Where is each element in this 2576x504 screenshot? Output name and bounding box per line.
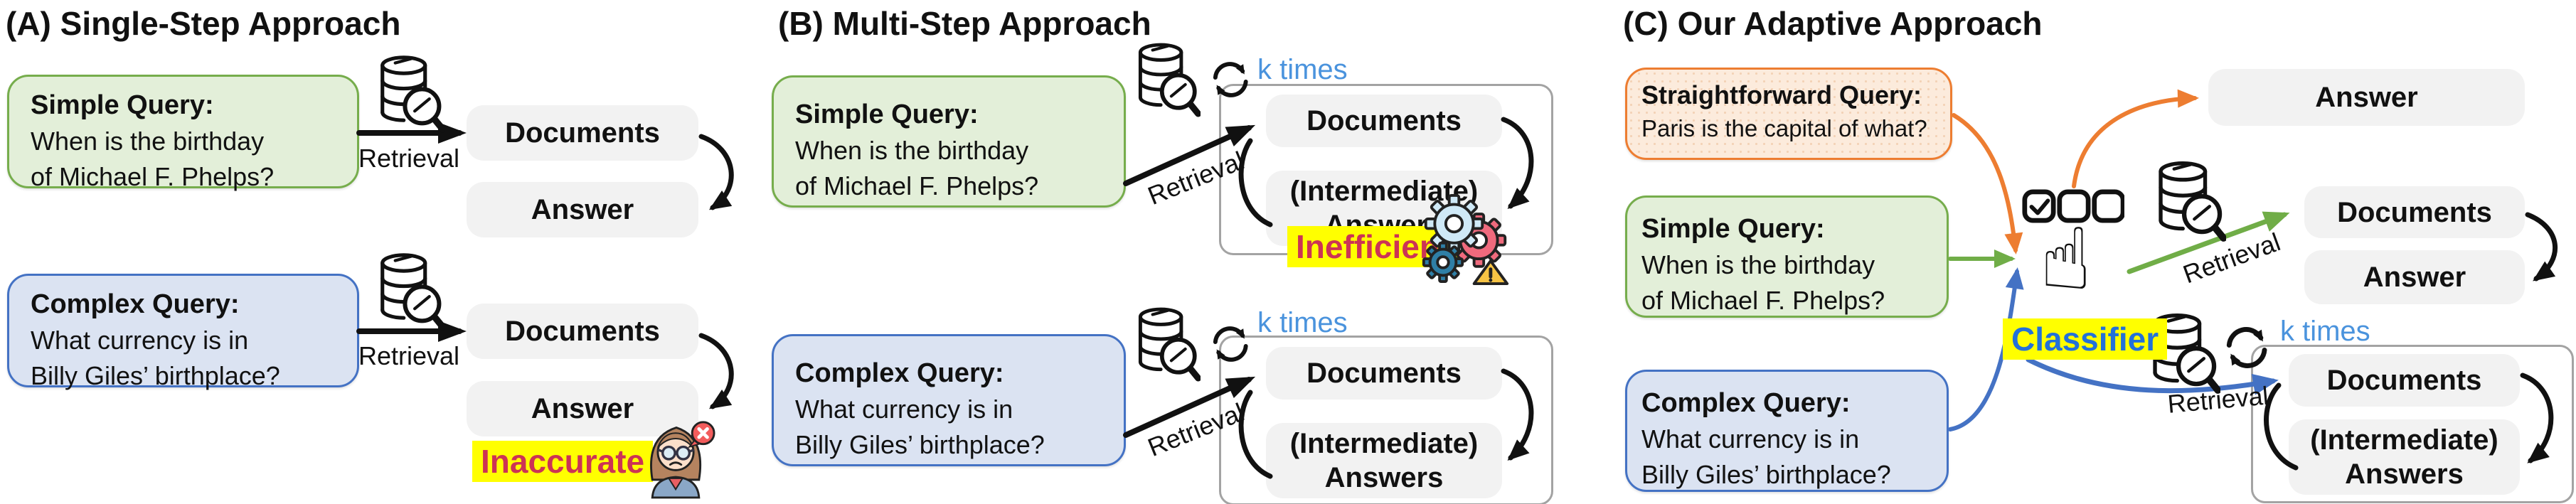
classifier-flag: Classifier: [2003, 318, 2168, 360]
repeat-k-times-icon: [1209, 53, 1253, 107]
complex-query-line2: Billy Giles’ birthplace?: [31, 361, 280, 390]
documents-box: Documents: [1266, 347, 1502, 400]
documents-box: Documents: [1266, 95, 1502, 147]
simple-query-line1: When is the birthday: [31, 127, 265, 156]
retrieval-database-icon: [1135, 40, 1201, 122]
panel-b-complex-query-box: Complex Query: What currency is in Billy…: [772, 334, 1126, 466]
arrow-documents-to-answer-a-complex: [698, 333, 734, 409]
complex-query-line1: What currency is in: [31, 326, 249, 355]
retrieval-database-icon: [2155, 158, 2226, 247]
arrow-documents-to-answer-c: [2525, 212, 2558, 282]
complex-query-header: Complex Query:: [31, 289, 240, 319]
panel-c-straightforward-query-box: Straightforward Query: Paris is the capi…: [1625, 68, 1952, 160]
intermediate-answers-box: (Intermediate) Answers: [2289, 419, 2520, 495]
answer-box: Answer: [467, 182, 698, 237]
simple-query-line2: of Michael F. Phelps?: [31, 162, 275, 191]
arrow-documents-to-answer-a-simple: [698, 134, 734, 210]
retrieval-label: Retrieval: [358, 341, 460, 370]
complex-query-header: Complex Query:: [1641, 388, 1851, 418]
panel-c-complex-query-box: Complex Query: What currency is in Billy…: [1625, 370, 1949, 492]
pointer-hand-icon: ☝: [2040, 210, 2092, 309]
k-times-label: k times: [1257, 307, 1348, 338]
simple-query-line2: of Michael F. Phelps?: [795, 171, 1039, 200]
panel-a-complex-query-box: Complex Query: What currency is in Billy…: [7, 274, 359, 390]
inefficient-gears-icon: [1420, 192, 1511, 286]
simple-query-header: Simple Query:: [31, 90, 214, 120]
documents-label: Documents: [505, 117, 660, 149]
retrieval-database-icon: [1135, 304, 1201, 387]
answer-label: Answer: [2363, 262, 2466, 293]
straightforward-query-line1: Paris is the capital of what?: [1641, 115, 1927, 141]
complex-query-line1: What currency is in: [1641, 424, 1860, 454]
answers-label: Answers: [1324, 462, 1444, 493]
k-times-label: k times: [1257, 54, 1348, 85]
complex-query-line2: Billy Giles’ birthplace?: [795, 430, 1045, 459]
panel-a-simple-query-box: Simple Query: When is the birthday of Mi…: [7, 75, 359, 191]
panel-b-simple-query-box: Simple Query: When is the birthday of Mi…: [772, 75, 1126, 208]
answer-box: Answer: [2304, 250, 2525, 304]
intermediate-label: (Intermediate): [1289, 176, 1479, 207]
answers-label: Answers: [2345, 459, 2464, 490]
simple-query-line2: of Michael F. Phelps?: [1641, 286, 1885, 315]
documents-label: Documents: [505, 316, 660, 347]
intermediate-answers-box: (Intermediate) Answers: [1266, 423, 1502, 498]
answer-box: Answer: [467, 381, 698, 436]
straightforward-query-header: Straightforward Query:: [1641, 80, 1922, 109]
documents-box: Documents: [467, 105, 698, 161]
inaccurate-flag: Inaccurate: [472, 441, 654, 482]
complex-query-header: Complex Query:: [795, 358, 1004, 388]
panel-b-title: (B) Multi-Step Approach: [778, 5, 1151, 42]
documents-label: Documents: [1306, 358, 1462, 389]
panel-c-title: (C) Our Adaptive Approach: [1623, 5, 2043, 42]
documents-label: Documents: [2337, 196, 2492, 228]
repeat-k-times-icon: [1209, 317, 1253, 371]
documents-box: Documents: [2289, 354, 2520, 407]
k-times-label: k times: [2280, 316, 2370, 347]
retrieval-database-icon: [377, 250, 445, 336]
documents-box: Documents: [467, 304, 698, 359]
documents-label: Documents: [1306, 105, 1462, 136]
arrow-straightforward-to-classifier: [1952, 113, 2023, 254]
simple-query-header: Simple Query:: [795, 100, 979, 129]
intermediate-label: (Intermediate): [2310, 424, 2498, 456]
answer-label: Answer: [531, 393, 634, 424]
simple-query-line1: When is the birthday: [795, 136, 1029, 165]
simple-query-header: Simple Query:: [1641, 214, 1825, 244]
retrieval-database-icon: [377, 53, 445, 138]
panel-a-title: (A) Single-Step Approach: [6, 5, 401, 42]
inaccurate-person-icon: [637, 417, 715, 499]
answer-label: Answer: [2315, 82, 2418, 113]
documents-label: Documents: [2326, 365, 2482, 396]
complex-query-line2: Billy Giles’ birthplace?: [1641, 460, 1891, 489]
panel-c-simple-query-box: Simple Query: When is the birthday of Mi…: [1625, 195, 1949, 318]
simple-query-line1: When is the birthday: [1641, 250, 1875, 279]
repeat-k-times-icon: [2222, 320, 2273, 375]
complex-query-line1: What currency is in: [795, 395, 1013, 424]
documents-box: Documents: [2304, 186, 2525, 238]
retrieval-label: Retrieval: [358, 144, 460, 173]
answer-label: Answer: [531, 194, 634, 225]
answer-box: Answer: [2208, 69, 2525, 126]
intermediate-label: (Intermediate): [1289, 428, 1479, 459]
